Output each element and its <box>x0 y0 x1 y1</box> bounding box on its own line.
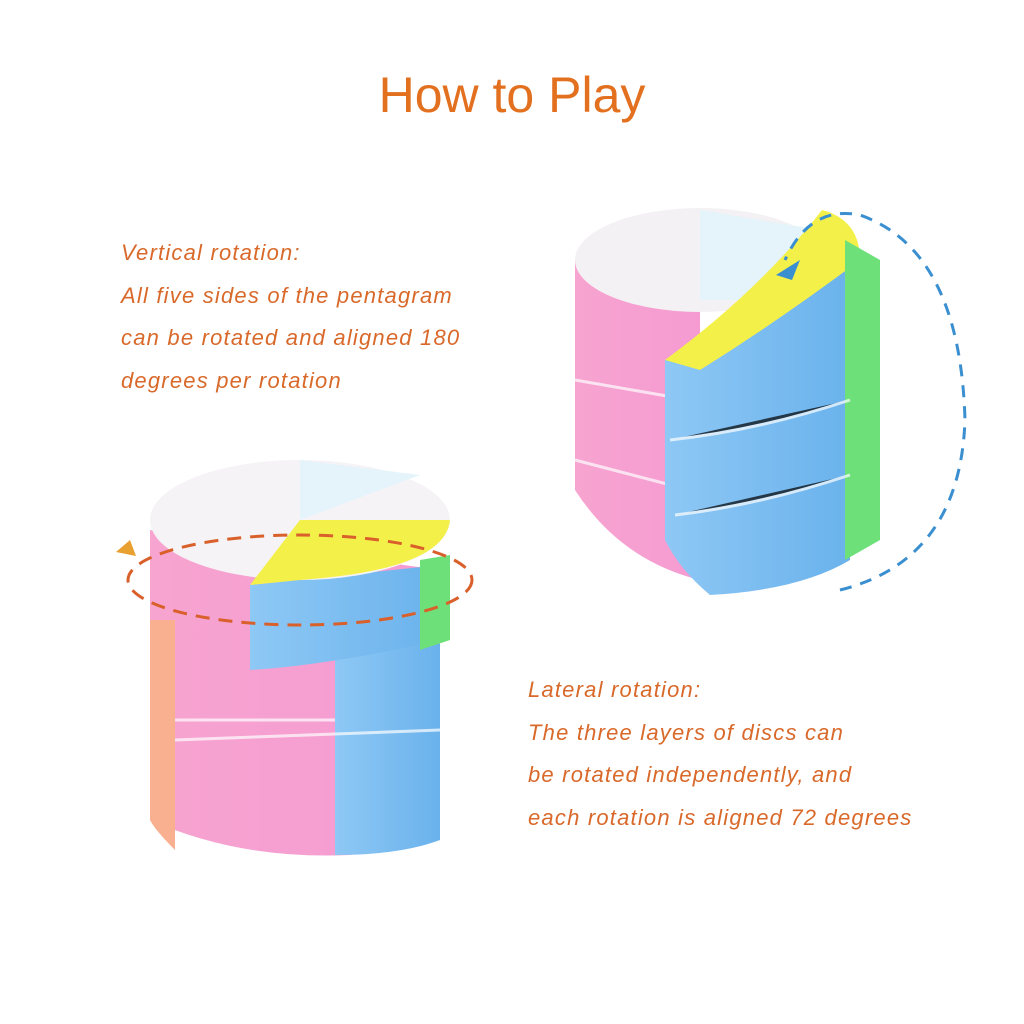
lateral-rotation-arrow <box>126 533 474 627</box>
description-line: The three layers of discs can <box>528 719 845 745</box>
vertical-rotation-heading: Vertical rotation: <box>121 240 301 265</box>
vertical-rotation-arrow <box>783 212 967 592</box>
description-line: All five sides of the pentagram <box>121 282 453 308</box>
description-line: each rotation is aligned 72 degrees <box>528 804 913 830</box>
lateral-rotation-heading: Lateral rotation: <box>528 677 702 702</box>
page-title: How to Play <box>378 67 646 123</box>
cylinder-puzzle-left <box>116 460 474 856</box>
description-line: degrees per rotation <box>121 367 342 393</box>
description-line: can be rotated and aligned 180 <box>121 325 461 350</box>
description-line: be rotated independently, and <box>528 762 853 787</box>
cylinder-puzzle-right <box>574 208 967 595</box>
lateral-rotation-description: Lateral rotation: The three layers of di… <box>528 669 912 839</box>
vertical-rotation-description: Vertical rotation: All five sides of the… <box>121 232 460 402</box>
